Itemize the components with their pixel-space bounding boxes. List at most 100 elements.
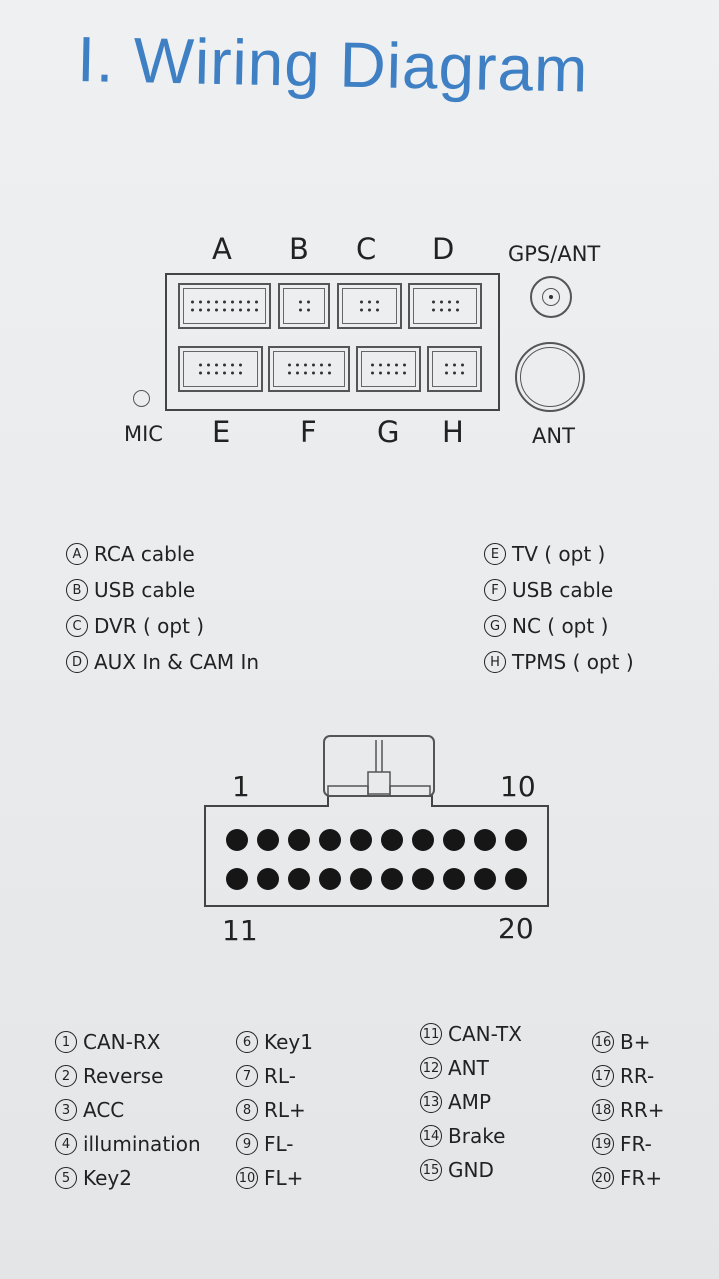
pin-label-10: 10 bbox=[500, 770, 536, 803]
pin-18 bbox=[443, 868, 465, 890]
pin-function-label: GND bbox=[448, 1158, 494, 1182]
pin-7 bbox=[412, 829, 434, 851]
pin-label-20: 20 bbox=[498, 912, 534, 945]
pin-5 bbox=[350, 829, 372, 851]
pin-number-badge: 7 bbox=[236, 1065, 258, 1087]
connector-h bbox=[427, 346, 482, 392]
letter-c-badge: C bbox=[66, 615, 88, 637]
pin-number-badge: 5 bbox=[55, 1167, 77, 1189]
pin-legend-item-14: 14 Brake bbox=[420, 1124, 505, 1148]
pin-number-badge: 14 bbox=[420, 1125, 442, 1147]
connector-a bbox=[178, 283, 271, 329]
pin-11 bbox=[226, 868, 248, 890]
pin-number-badge: 19 bbox=[592, 1133, 614, 1155]
pin-10 bbox=[505, 829, 527, 851]
pin-function-label: Key2 bbox=[83, 1166, 132, 1190]
pin-function-label: Brake bbox=[448, 1124, 506, 1148]
pin-function-label: FR+ bbox=[620, 1166, 663, 1190]
pin-label-1: 1 bbox=[232, 770, 250, 803]
page-title: I. Wiring Diagram bbox=[76, 22, 590, 106]
pin-number-badge: 8 bbox=[236, 1099, 258, 1121]
pin-number-badge: 2 bbox=[55, 1065, 77, 1087]
legend-text: USB cable bbox=[94, 578, 196, 602]
legend-text: NC ( opt ) bbox=[512, 614, 609, 638]
pin-label-11: 11 bbox=[222, 914, 258, 947]
ant-label: ANT bbox=[532, 424, 575, 448]
label-e: E bbox=[212, 415, 231, 449]
pin-number-badge: 17 bbox=[592, 1065, 614, 1087]
label-d: D bbox=[432, 232, 455, 266]
pin-function-label: FL+ bbox=[264, 1166, 304, 1190]
pin-number-badge: 15 bbox=[420, 1159, 442, 1181]
legend-item-g: G NC ( opt ) bbox=[484, 614, 608, 638]
legend-item-d: D AUX In & CAM In bbox=[66, 650, 259, 674]
pin-number-badge: 6 bbox=[236, 1031, 258, 1053]
pin-function-label: B+ bbox=[620, 1030, 651, 1054]
pin-function-label: ANT bbox=[448, 1056, 489, 1080]
legend-item-c: C DVR ( opt ) bbox=[66, 614, 204, 638]
pin-1 bbox=[226, 829, 248, 851]
label-f: F bbox=[300, 415, 317, 449]
connector-b bbox=[278, 283, 330, 329]
pin-number-badge: 16 bbox=[592, 1031, 614, 1053]
connector-e bbox=[178, 346, 263, 392]
pin-15 bbox=[350, 868, 372, 890]
pin-number-badge: 20 bbox=[592, 1167, 614, 1189]
mic-label: MIC bbox=[124, 422, 163, 446]
legend-item-h: H TPMS ( opt ) bbox=[484, 650, 634, 674]
pin-14 bbox=[319, 868, 341, 890]
connector-f bbox=[268, 346, 350, 392]
letter-d-badge: D bbox=[66, 651, 88, 673]
pin-legend-item-15: 15 GND bbox=[420, 1158, 494, 1182]
letter-h-badge: H bbox=[484, 651, 506, 673]
pin-function-label: Key1 bbox=[264, 1030, 313, 1054]
pin-legend-item-19: 19 FR- bbox=[592, 1132, 652, 1156]
legend-text: AUX In & CAM In bbox=[94, 650, 260, 674]
pin-function-label: ACC bbox=[83, 1098, 125, 1122]
gps-antenna-port bbox=[530, 276, 572, 318]
pin-legend-item-16: 16 B+ bbox=[592, 1030, 650, 1054]
letter-a-badge: A bbox=[66, 543, 88, 565]
pin-legend-item-18: 18 RR+ bbox=[592, 1098, 665, 1122]
label-b: B bbox=[289, 232, 309, 266]
legend-text: RCA cable bbox=[94, 542, 195, 566]
pin-legend-item-5: 5 Key2 bbox=[55, 1166, 132, 1190]
pin-number-badge: 3 bbox=[55, 1099, 77, 1121]
mic-hole bbox=[133, 390, 150, 407]
legend-text: TPMS ( opt ) bbox=[512, 650, 634, 674]
pin-legend-item-10: 10 FL+ bbox=[236, 1166, 303, 1190]
pin-function-label: RR- bbox=[620, 1064, 655, 1088]
legend-text: DVR ( opt ) bbox=[94, 614, 205, 638]
pin-legend-item-8: 8 RL+ bbox=[236, 1098, 306, 1122]
pin-20 bbox=[505, 868, 527, 890]
pin-legend-item-3: 3 ACC bbox=[55, 1098, 124, 1122]
pin-function-label: RR+ bbox=[620, 1098, 665, 1122]
label-a: A bbox=[212, 232, 232, 266]
pin-number-badge: 10 bbox=[236, 1167, 258, 1189]
pin-function-label: FR- bbox=[620, 1132, 652, 1156]
pin-function-label: CAN-TX bbox=[448, 1022, 522, 1046]
pin-number-badge: 9 bbox=[236, 1133, 258, 1155]
letter-g-badge: G bbox=[484, 615, 506, 637]
pin-number-badge: 18 bbox=[592, 1099, 614, 1121]
label-g: G bbox=[377, 415, 400, 449]
gps-ant-label: GPS/ANT bbox=[508, 242, 601, 266]
legend-text: USB cable bbox=[512, 578, 614, 602]
pin-6 bbox=[381, 829, 403, 851]
legend-item-f: F USB cable bbox=[484, 578, 613, 602]
pin-number-badge: 4 bbox=[55, 1133, 77, 1155]
pin-function-label: AMP bbox=[448, 1090, 491, 1114]
letter-f-badge: F bbox=[484, 579, 506, 601]
pin-function-label: FL- bbox=[264, 1132, 294, 1156]
pin-17 bbox=[412, 868, 434, 890]
pin-function-label: Reverse bbox=[83, 1064, 164, 1088]
pin-function-label: RL+ bbox=[264, 1098, 306, 1122]
